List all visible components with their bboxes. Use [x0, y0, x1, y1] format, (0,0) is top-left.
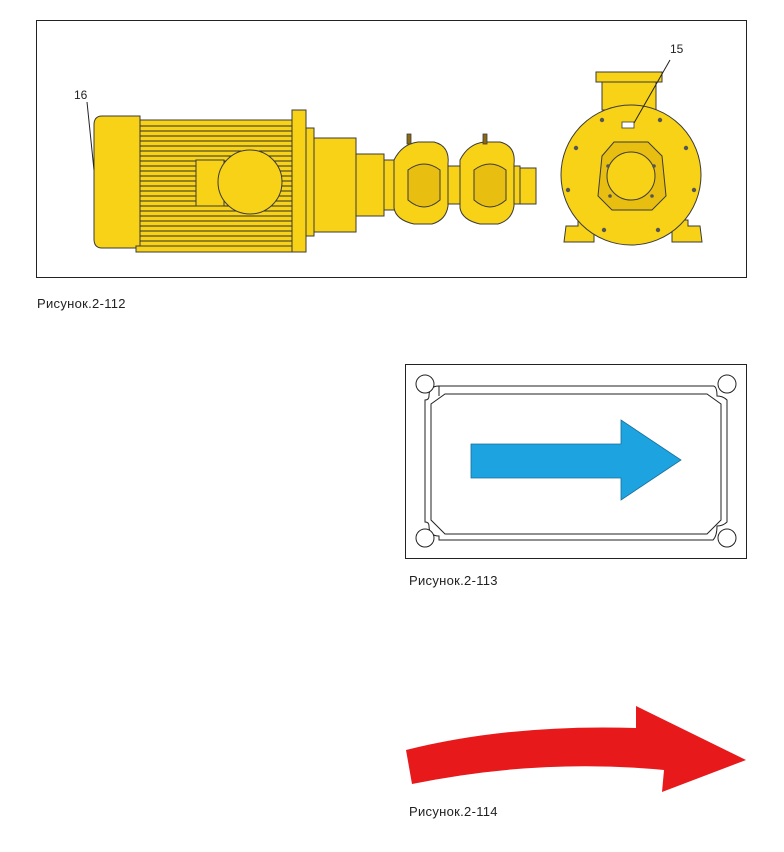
figure-2-112: 16 15	[36, 20, 747, 278]
figure-caption-2-113: Рисунок.2-113	[409, 573, 498, 588]
figure-2-113	[405, 364, 747, 559]
figure-2-114	[400, 696, 750, 800]
red-curved-arrow-icon	[406, 706, 746, 792]
direction-plate-drawing	[405, 364, 747, 559]
pump-motor-assembly-drawing	[36, 20, 747, 278]
callout-16: 16	[74, 88, 88, 102]
figure-caption-2-114: Рисунок.2-114	[409, 804, 498, 819]
blue-arrow-icon	[470, 419, 682, 501]
figure-caption-2-112: Рисунок.2-112	[37, 296, 126, 311]
callout-15: 15	[670, 42, 684, 56]
